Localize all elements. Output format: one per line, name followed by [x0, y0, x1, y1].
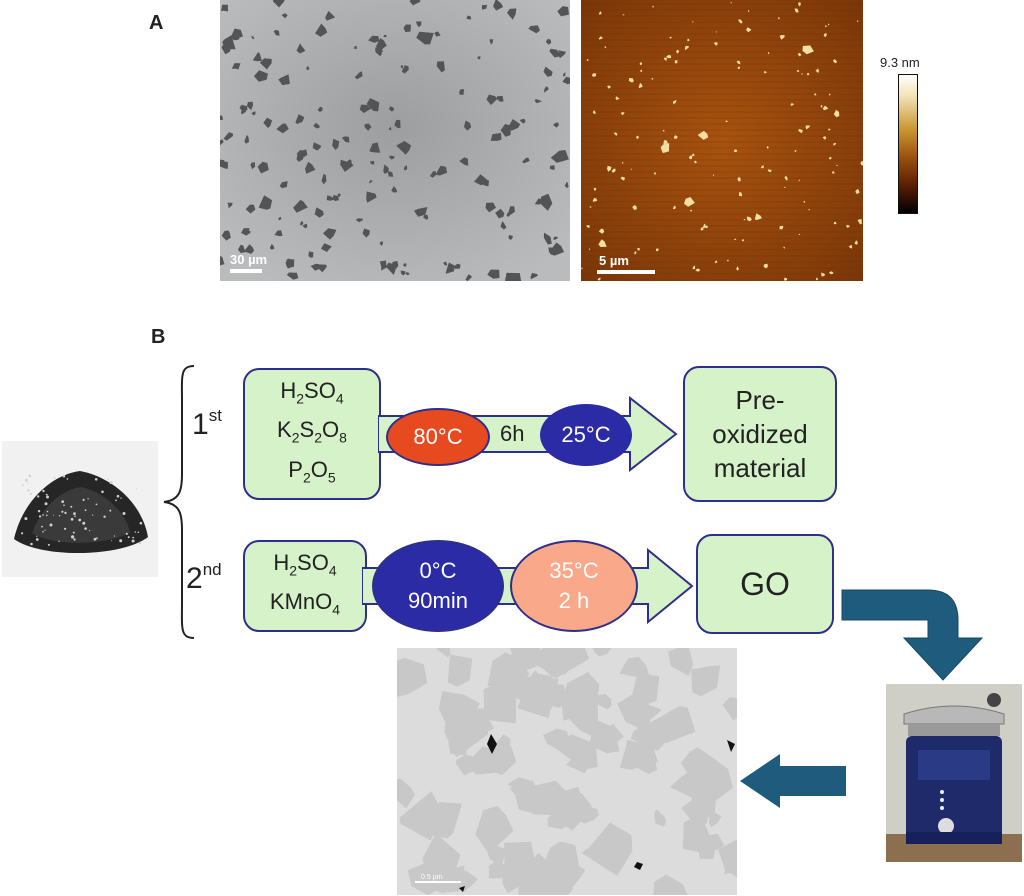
step1-number: 1: [192, 408, 209, 441]
afm-image: 5 µm: [581, 0, 863, 281]
ultrasonic-bath-photo: [886, 684, 1022, 862]
ultrasonic-bath: [886, 684, 1022, 862]
step2-temp1-oval: 0°C 90min: [372, 540, 504, 632]
step2-number: 2: [186, 562, 203, 595]
arrow-to-tem: [740, 754, 846, 808]
product-line: oxidized: [712, 419, 808, 449]
sem-image: 30 µm: [220, 0, 570, 281]
product-line: Pre-: [735, 385, 785, 415]
step2-suffix: nd: [202, 560, 222, 579]
step1-reagent: H2SO4: [280, 377, 344, 407]
go-product-box: GO: [696, 534, 834, 634]
bent-arrow-to-sonicator: [841, 589, 984, 681]
step2-label: 2nd: [186, 560, 222, 596]
afm-scale-label: 5 µm: [599, 253, 629, 268]
step2-temp1: 0°C: [419, 558, 457, 583]
step1-label: 1st: [192, 406, 222, 442]
curly-brace: [163, 365, 195, 639]
colorbar: [898, 74, 918, 214]
product-line: material: [713, 453, 807, 483]
step2-temp2-oval: 35°C 2 h: [510, 540, 638, 632]
step1-temp2: 25°C: [561, 422, 611, 447]
step2-temp2: 35°C: [549, 558, 599, 583]
step2-time2: 2 h: [558, 588, 590, 613]
step1-suffix: st: [208, 406, 222, 425]
step2-time1: 90min: [408, 588, 468, 613]
step1-temp2-oval: 25°C: [540, 404, 632, 466]
tem-image-texture: [397, 648, 737, 895]
step2-reagent: KMnO4: [269, 589, 341, 618]
go-label: GO: [740, 566, 790, 602]
tem-scale-label: 0.5 µm: [421, 874, 443, 881]
step1-reagent: K2S2O8: [277, 417, 347, 446]
panel-b-letter: B: [151, 326, 166, 348]
step1-temp1-oval: 80°C: [386, 408, 490, 466]
step1-reagents-box: H2SO4 K2S2O8 P2O5: [243, 368, 381, 500]
tem-image: 0.5 µm: [397, 648, 737, 895]
sem-scale-bar: [230, 269, 262, 273]
sem-image-texture: [220, 0, 570, 281]
sem-scale-label: 30 µm: [230, 252, 268, 267]
step1-reagent: P2O5: [288, 456, 336, 486]
graphite-pile: [14, 471, 148, 554]
afm-image-texture: [581, 0, 863, 281]
panel-a-letter: A: [149, 12, 164, 34]
step2-reagents-box: H2SO4 KMnO4: [243, 540, 367, 632]
afm-scale-bar: [597, 270, 655, 274]
step2-reagent: H2SO4: [273, 549, 337, 578]
step1-temp1: 80°C: [413, 424, 463, 449]
colorbar-max-label: 9.3 nm: [880, 55, 920, 70]
step1-product-box: Pre- oxidized material: [683, 366, 837, 502]
graphite-photo: [2, 441, 158, 577]
step1-time: 6h: [500, 421, 525, 446]
